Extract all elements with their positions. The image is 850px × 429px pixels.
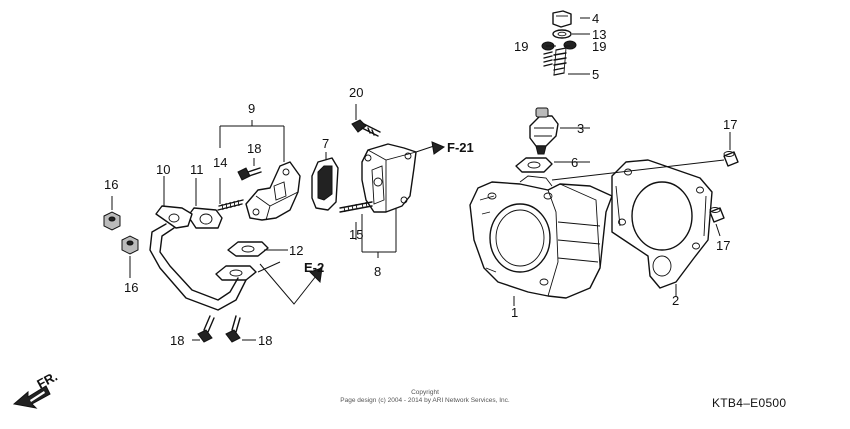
stud-bolt-15-part[interactable]: [339, 201, 373, 213]
e2-arrow-icon: [309, 267, 323, 284]
copyright-line-2: Page design (c) 2004 - 2014 by ARI Netwo…: [340, 397, 510, 404]
flange-bolt-18-lower-left-part[interactable]: [197, 315, 215, 343]
tensioner-gasket-part[interactable]: [515, 157, 553, 173]
cylinder-gasket-part[interactable]: [611, 159, 713, 289]
stud-bolt-14-part[interactable]: [217, 199, 244, 211]
sealing-washer-part[interactable]: [552, 29, 572, 39]
callout-14: 14: [213, 155, 227, 170]
callout-15: 15: [349, 227, 363, 242]
callout-17-lower: 17: [716, 238, 730, 253]
callout-4: 4: [592, 11, 599, 26]
cam-chain-tensioner-part[interactable]: [529, 107, 559, 155]
callout-9: 9: [248, 101, 255, 116]
callout-18-lower-right: 18: [258, 333, 272, 348]
diagram-code: KTB4–E0500: [712, 396, 786, 410]
callout-7: 7: [322, 136, 329, 151]
callout-16-upper: 16: [104, 177, 118, 192]
callout-13: 13: [592, 27, 606, 42]
callout-6: 6: [571, 155, 578, 170]
callout-18-lower-left: 18: [170, 333, 184, 348]
callout-5: 5: [592, 67, 599, 82]
callout-20: 20: [349, 85, 363, 100]
reed-gasket-lower-part[interactable]: [215, 265, 257, 281]
ref-label-e2[interactable]: E-2: [304, 260, 324, 275]
leader-lines: [111, 17, 731, 341]
f21-arrow-icon: [431, 141, 446, 155]
reed-valve-cover-part[interactable]: [245, 161, 301, 221]
flange-bolt-18-lower-right-part[interactable]: [225, 315, 241, 343]
o-ring-right-part[interactable]: [563, 40, 577, 50]
callout-12: 12: [289, 243, 303, 258]
callout-19-left: 19: [514, 39, 528, 54]
callout-2: 2: [672, 293, 679, 308]
callout-16-lower: 16: [124, 280, 138, 295]
front-label: FR.: [34, 369, 60, 392]
sealing-bolt-part[interactable]: [552, 10, 572, 28]
callout-10: 10: [156, 162, 170, 177]
callout-1: 1: [511, 305, 518, 320]
callout-8: 8: [374, 264, 381, 279]
callout-18-top: 18: [247, 141, 261, 156]
joint-gasket-part[interactable]: [187, 207, 223, 229]
nut-16-upper-part[interactable]: [103, 211, 121, 231]
callout-11: 11: [190, 162, 204, 177]
reed-gasket-upper-part[interactable]: [227, 241, 269, 257]
dowel-pin-upper-part[interactable]: [723, 151, 739, 167]
dowel-pin-lower-part[interactable]: [709, 207, 725, 223]
cylinder-part[interactable]: [469, 175, 613, 299]
flange-bolt-18-top-part[interactable]: [237, 167, 262, 181]
ref-label-f21[interactable]: F-21: [447, 140, 474, 155]
front-direction-arrow-icon: [12, 385, 51, 409]
flange-bolt-20-part[interactable]: [351, 119, 381, 137]
air-injection-pipe-part[interactable]: [149, 205, 247, 311]
copyright-line-1: Copyright: [411, 389, 439, 396]
callout-19-right: 19: [592, 39, 606, 54]
callout-17-upper: 17: [723, 117, 737, 132]
air-suction-valve-part[interactable]: [361, 143, 417, 213]
callout-3: 3: [577, 121, 584, 136]
tensioner-spring-part[interactable]: [553, 47, 567, 76]
reed-valve-seal-part[interactable]: [311, 157, 339, 211]
nut-16-lower-part[interactable]: [121, 235, 139, 255]
